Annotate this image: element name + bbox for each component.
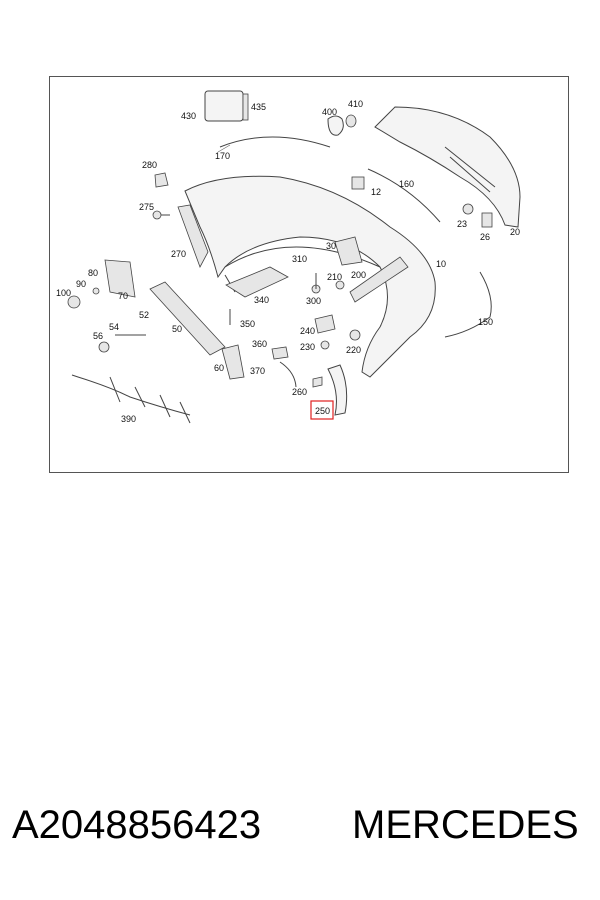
label-300: 300: [306, 296, 321, 306]
label-275: 275: [139, 202, 154, 212]
part-26-bracket: [481, 212, 493, 228]
label-23: 23: [457, 219, 467, 229]
label-100: 100: [56, 288, 71, 298]
label-26: 26: [480, 232, 490, 242]
label-360: 360: [252, 339, 267, 349]
label-60: 60: [214, 363, 224, 373]
part-50-bracket: [149, 281, 226, 356]
label-220: 220: [346, 345, 361, 355]
part-260-clip: [312, 376, 323, 388]
label-200: 200: [351, 270, 366, 280]
label-270: 270: [171, 249, 186, 259]
label-410: 410: [348, 99, 363, 109]
part-250-flap: [327, 364, 348, 416]
part-20-diffuser: [374, 106, 521, 228]
part-160-strip: [367, 168, 441, 223]
exploded-bumper-diagram: 430 435 400 410 170 280 12 160 275 23 26…: [56, 90, 521, 424]
part-240-bracket: [314, 314, 336, 334]
label-80: 80: [88, 268, 98, 278]
part-340-reflector: [225, 266, 289, 298]
brand-name: MERCEDES: [352, 803, 579, 847]
part-270-bracket: [177, 204, 209, 268]
label-390: 390: [121, 414, 136, 424]
label-52: 52: [139, 310, 149, 320]
part-23-bolt: [462, 203, 474, 215]
part-90-washer: [92, 287, 100, 295]
label-56: 56: [93, 331, 103, 341]
label-10: 10: [436, 259, 446, 269]
label-400: 400: [322, 107, 337, 117]
label-90: 90: [76, 279, 86, 289]
part-12-clip: [351, 176, 365, 190]
footer-caption: A2048856423 MERCEDES: [0, 803, 600, 863]
label-370: 370: [250, 366, 265, 376]
part-100-washer: [67, 295, 81, 309]
part-200-rail: [349, 256, 409, 303]
part-400-cap: [327, 114, 357, 136]
label-340: 340: [254, 295, 269, 305]
parts-diagram: 430 435 400 410 170 280 12 160 275 23 26…: [49, 76, 569, 473]
label-20: 20: [510, 227, 520, 237]
label-240: 240: [300, 326, 315, 336]
part-430-plate: [204, 90, 249, 122]
part-70-bracket: [104, 259, 136, 298]
part-56-nut: [98, 341, 110, 353]
part-150-strip: [444, 271, 492, 338]
highlight-box-250: [310, 400, 334, 420]
label-70: 70: [118, 291, 128, 301]
part-170-strip: [219, 136, 331, 148]
label-150: 150: [478, 317, 493, 327]
part-210-nut: [335, 280, 345, 290]
part-number: A2048856423: [12, 803, 262, 847]
part-230-bolt: [320, 340, 330, 350]
part-370-strip: [279, 361, 297, 388]
label-430: 430: [181, 111, 196, 121]
label-170: 170: [215, 151, 230, 161]
label-160: 160: [399, 179, 414, 189]
label-230: 230: [300, 342, 315, 352]
label-12: 12: [371, 187, 381, 197]
label-280: 280: [142, 160, 157, 170]
label-30: 30: [326, 241, 336, 251]
part-360-clip: [271, 346, 289, 360]
part-60-module: [221, 344, 245, 380]
label-310: 310: [292, 254, 307, 264]
label-260: 260: [292, 387, 307, 397]
part-275-screw: [152, 210, 170, 220]
part-300-bolt: [311, 273, 321, 294]
label-210: 210: [327, 272, 342, 282]
part-30-bracket: [334, 236, 363, 266]
label-350: 350: [240, 319, 255, 329]
label-54: 54: [109, 322, 119, 332]
part-280-clip: [154, 172, 169, 188]
label-50: 50: [172, 324, 182, 334]
part-390-wiring-harness: [71, 374, 191, 424]
part-220-nut: [349, 329, 361, 341]
label-250-highlighted: 250: [315, 406, 330, 416]
label-435: 435: [251, 102, 266, 112]
